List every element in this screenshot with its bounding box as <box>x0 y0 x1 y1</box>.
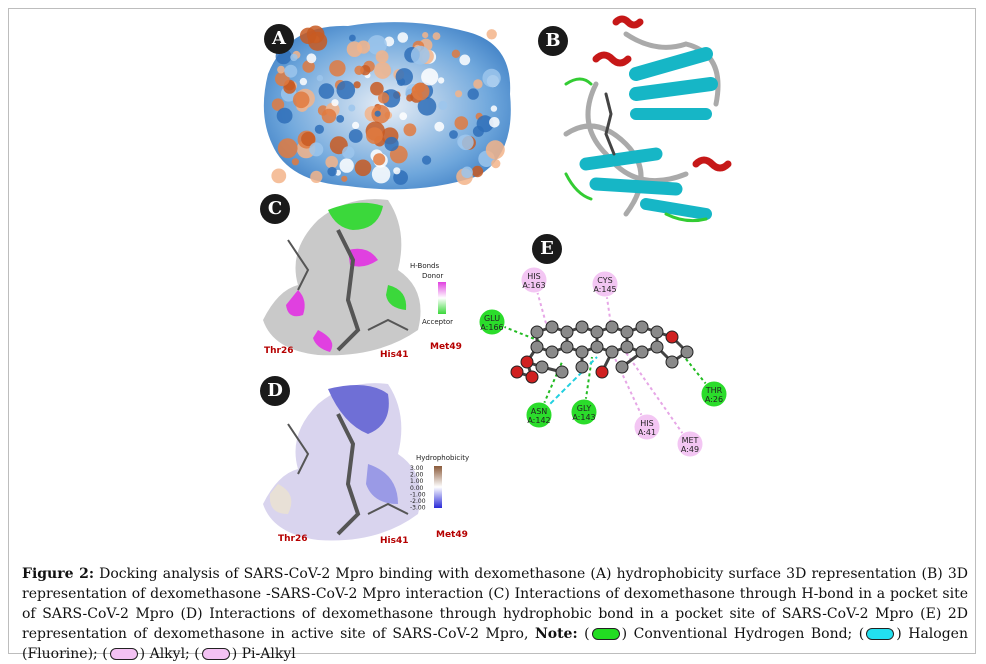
panel-a-surface: A <box>258 14 520 194</box>
d-residue-thr26: Thr26 <box>278 534 308 544</box>
interaction-line <box>621 346 691 445</box>
protein-ribbon-image <box>563 15 732 223</box>
panel-d-label: D <box>260 376 290 406</box>
atom <box>635 320 649 334</box>
svg-text:CYS: CYS <box>597 276 612 285</box>
legend-swatch-alkyl <box>109 648 138 660</box>
atom <box>615 360 629 374</box>
atom <box>665 355 679 369</box>
panel-b-label: B <box>538 26 568 56</box>
atom <box>605 345 619 359</box>
atom <box>525 370 539 384</box>
note-label: Note: <box>534 626 578 642</box>
c-residue-thr26: Thr26 <box>264 346 294 356</box>
atom <box>555 365 569 379</box>
figure-label: Figure 2: <box>22 566 94 582</box>
d-scale-tick: -3.00 <box>410 505 426 512</box>
c-legend-donor: Donor <box>422 272 443 280</box>
d-scale-tick: -1.00 <box>410 491 426 498</box>
d-residue-met49: Met49 <box>436 530 468 540</box>
panel-e-label: E <box>532 234 562 264</box>
c-legend-acceptor: Acceptor <box>422 318 453 326</box>
hydrophobicity-surface-image <box>263 22 511 190</box>
panel-c-label: C <box>260 194 290 224</box>
atom <box>620 340 634 354</box>
legend-hbond: Conventional Hydrogen Bond; <box>633 626 853 642</box>
atom <box>590 340 604 354</box>
svg-text:HIS: HIS <box>640 419 653 428</box>
atom <box>650 325 664 339</box>
atom <box>595 365 609 379</box>
atom <box>560 340 574 354</box>
svg-text:A:41: A:41 <box>638 428 656 437</box>
svg-text:ASN: ASN <box>531 407 548 416</box>
d-scale-tick: 1.00 <box>410 478 424 485</box>
c-legend-title: H-Bonds <box>410 262 440 270</box>
atom <box>510 365 524 379</box>
atom <box>530 340 544 354</box>
interaction-diagram: HISA:163CYSA:145GLUA:166THRA:26ASNA:142G… <box>478 266 728 458</box>
hbond-surface-image: H-Bonds Donor Acceptor <box>263 199 453 356</box>
atom <box>560 325 574 339</box>
panel-b-ribbon: B <box>536 14 736 230</box>
atom <box>575 320 589 334</box>
atom <box>605 320 619 334</box>
legend-swatch-hbond <box>591 628 620 640</box>
atom <box>545 345 559 359</box>
svg-text:THR: THR <box>705 386 723 395</box>
figure-frame <box>8 8 976 654</box>
legend-swatch-pi-alkyl <box>201 648 230 660</box>
d-scale-tick: 0.00 <box>410 485 424 492</box>
atom <box>520 355 534 369</box>
atom <box>575 345 589 359</box>
atom <box>665 330 679 344</box>
legend-alkyl: Alkyl; <box>149 646 190 662</box>
d-scale-tick: -2.00 <box>410 498 426 505</box>
atom <box>620 325 634 339</box>
svg-text:A:145: A:145 <box>593 285 616 294</box>
d-legend-title: Hydrophobicity <box>416 454 469 462</box>
svg-text:A:49: A:49 <box>681 445 699 454</box>
svg-text:A:163: A:163 <box>522 281 545 290</box>
caption-text: Docking analysis of SARS-CoV-2 Mpro bind… <box>22 566 969 642</box>
svg-text:A:142: A:142 <box>527 416 550 425</box>
d-scale-tick: 3.00 <box>410 465 424 472</box>
atom <box>650 340 664 354</box>
d-scale-tick: 2.00 <box>410 472 424 479</box>
atom <box>530 325 544 339</box>
svg-text:A:26: A:26 <box>705 395 723 404</box>
atom <box>545 320 559 334</box>
svg-text:MET: MET <box>682 436 699 445</box>
svg-text:A:143: A:143 <box>572 413 595 422</box>
atom <box>680 345 694 359</box>
svg-text:A:166: A:166 <box>480 323 503 332</box>
legend-pi-alkyl: Pi-Alkyl <box>241 646 296 662</box>
hydrophobic-surface-image: Hydrophobicity 3.002.001.000.00-1.00-2.0… <box>263 383 469 541</box>
atom <box>635 345 649 359</box>
atom <box>535 360 549 374</box>
panel-a-label: A <box>264 24 294 54</box>
figure-caption: Figure 2: Docking analysis of SARS-CoV-2… <box>22 566 969 662</box>
svg-text:HIS: HIS <box>527 272 540 281</box>
c-residue-met49: Met49 <box>430 342 462 352</box>
svg-text:GLY: GLY <box>577 404 592 413</box>
atom <box>590 325 604 339</box>
atom <box>575 360 589 374</box>
legend-halogen: Halogen (Fluorine); <box>22 626 968 662</box>
legend-swatch-halogen <box>866 628 895 640</box>
d-residue-his41: His41 <box>380 536 409 546</box>
panel-c-hbond: H-Bonds Donor Acceptor C Thr26 His41 Met… <box>258 190 480 360</box>
svg-text:GLU: GLU <box>484 314 500 323</box>
c-residue-his41: His41 <box>380 350 409 360</box>
